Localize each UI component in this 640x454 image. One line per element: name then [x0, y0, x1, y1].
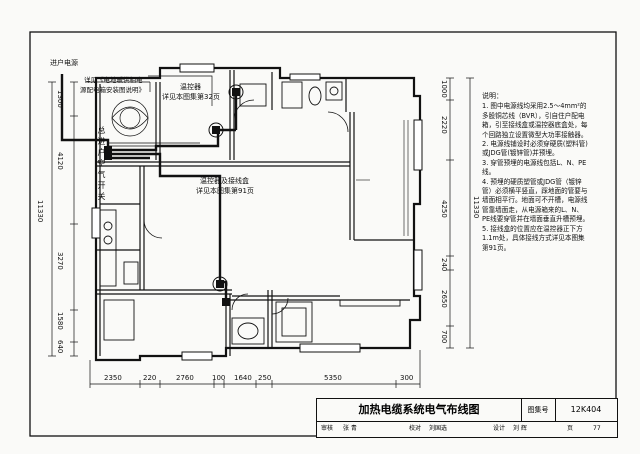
note-item: 5. 接线盒的位置应在温控器正下方1.1m处，具体接线方式详见本图集第91页。	[482, 224, 585, 252]
dim-bottom-6: 250	[258, 374, 272, 382]
note-item: 2. 电源线铺设时必须穿硬质(塑料管)或JDG管(镀锌管)并预埋。	[482, 140, 588, 158]
dim-left-2: 4120	[56, 152, 64, 170]
signature-row: 审核 张 青 校对 刘国选 设计 刘 辉 页 77	[317, 421, 617, 437]
note-item: 1. 图中电源线均采用2.5～4mm²的多股铜芯线（BVR），引自住户配电箱，引…	[482, 102, 588, 139]
dim-right-4: 240	[440, 258, 448, 272]
designed-label: 设计	[493, 425, 506, 432]
junction-ref: 详见本图集第91页	[196, 187, 254, 195]
bathroom-fixtures	[239, 81, 343, 109]
leader-lines	[86, 75, 220, 177]
dim-right	[446, 77, 474, 349]
decor-rug	[111, 99, 149, 137]
thermostat-callouts	[208, 84, 244, 292]
dim-left-total: 11330	[36, 200, 44, 223]
dim-left-3: 3270	[56, 252, 64, 270]
reviewed-label: 审核	[321, 425, 334, 432]
note-item: 4. 预埋的硬质塑管或JDG管（镀锌管）必须横平竖直，踩地面的管要与墙面相平行。…	[482, 177, 590, 224]
doors	[143, 99, 349, 315]
junction-label: 温控器及接线盒	[200, 177, 249, 185]
reviewer-name: 张 青	[343, 425, 357, 432]
thermostat-markers	[104, 88, 240, 306]
wiring-strands	[108, 142, 200, 147]
panel-callout-line2: 源配电箱安装图说明》	[80, 86, 145, 94]
checker-name: 刘国选	[429, 425, 448, 432]
checked-label: 校对	[409, 425, 422, 432]
page-label: 页	[567, 425, 574, 432]
dim-bottom-2: 220	[143, 374, 157, 382]
dim-right-6: 700	[440, 330, 448, 344]
dim-left-1: 1300	[56, 90, 64, 108]
panel-callout-line1: 详见《电地暖供相电	[84, 76, 143, 84]
inner-walls	[96, 70, 414, 356]
title-block: 加热电缆系统电气布线图 图集号 12K404 审核 张 青 校对 刘国选 设计 …	[316, 398, 618, 438]
dim-bottom-5: 1640	[234, 374, 252, 382]
dim-right-5: 2650	[440, 290, 448, 308]
cabinet-lines	[356, 120, 409, 236]
dim-left-4: 1580	[56, 312, 64, 330]
page-number: 77	[593, 425, 601, 432]
thermostat-ref: 详见本图集第32页	[162, 93, 220, 101]
dim-right-1: 1000	[440, 80, 448, 98]
dim-bottom-1: 2350	[104, 374, 122, 382]
entry-power-label: 进户电源	[50, 59, 78, 67]
drawing-title: 加热电缆系统电气布线图	[317, 399, 522, 422]
dim-right-total: 11330	[472, 196, 480, 219]
dim-left-5: 640	[56, 340, 64, 354]
note-item: 3. 穿管预埋的电源线包括L、N、PE线。	[482, 158, 587, 177]
outer-walls	[94, 66, 422, 362]
notes-heading: 说明：	[482, 92, 503, 100]
windows	[91, 63, 423, 361]
dim-bottom-7: 5350	[324, 374, 342, 382]
bottom-bathroom-fixtures	[231, 299, 401, 345]
thermostat-label: 温控器	[180, 83, 201, 91]
dim-right-3: 4250	[440, 200, 448, 218]
atlas-label: 图集号	[521, 399, 556, 422]
dim-right-2: 2220	[440, 116, 448, 134]
dim-left	[48, 81, 78, 357]
dim-bottom-3: 2760	[176, 374, 194, 382]
dim-bottom	[89, 350, 421, 388]
atlas-number: 12K404	[555, 399, 617, 422]
dim-bottom-4: 100	[212, 374, 226, 382]
dim-bottom-8: 300	[400, 374, 414, 382]
main-air-switch-label: 总进户空气开关	[97, 126, 106, 203]
design-notes: 说明： 1. 图中电源线均采用2.5～4mm²的多股铜芯线（BVR），引自住户配…	[482, 92, 590, 253]
designer-name: 刘 辉	[513, 425, 527, 432]
kitchen-fixtures	[99, 209, 139, 341]
